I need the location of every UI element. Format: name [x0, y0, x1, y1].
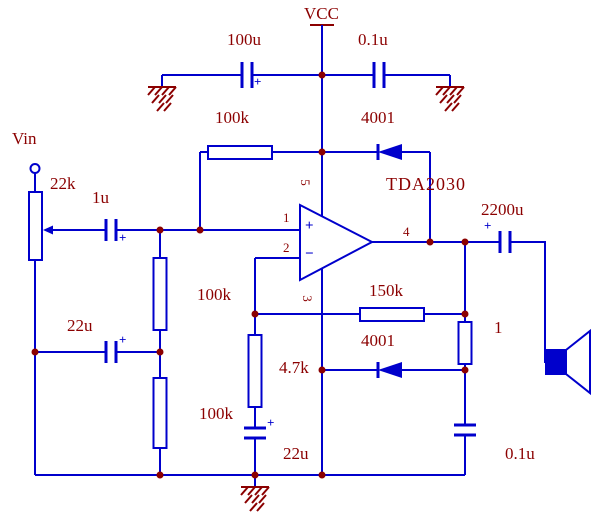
resistor-4k7 [247, 334, 263, 408]
opamp-minus-sign: − [305, 246, 314, 262]
diode-4001-bottom [376, 362, 402, 378]
ground-right-icon [435, 86, 465, 112]
r-100k-bottom-label: 100k [199, 404, 233, 423]
polarity-plus-100u: + [254, 74, 262, 89]
capacitor-2200u [498, 231, 512, 253]
d-4001-bottom-label: 4001 [361, 331, 395, 350]
cap-22u-bottom-label: 22u [283, 444, 309, 463]
potentiometer-22k [28, 191, 53, 261]
vcc-label: VCC [304, 4, 339, 23]
polarity-plus-1u: + [119, 230, 127, 245]
capacitor-1u [104, 219, 118, 241]
capacitor-22u-bottom [244, 426, 266, 440]
ic-part-label: TDA2030 [386, 174, 466, 194]
capacitor-100u [240, 62, 254, 88]
pin-5-label: 5 [297, 179, 313, 186]
capacitor-0.1u-bottom [454, 423, 476, 437]
r-1ohm-label: 1 [494, 318, 503, 337]
ground-bottom-icon [240, 486, 270, 512]
pin-2-label: 2 [283, 240, 290, 255]
vin-label: Vin [12, 129, 37, 148]
r-100k-top-label: 100k [215, 108, 249, 127]
vin-terminal-icon [29, 163, 41, 174]
resistor-100k-mid [152, 257, 168, 331]
opamp-plus-sign: + [305, 218, 314, 234]
resistor-100k-bottom [152, 377, 168, 449]
d-4001-top-label: 4001 [361, 108, 395, 127]
cap-0.1u-bottom-label: 0.1u [505, 444, 535, 463]
r-100k-mid-label: 100k [197, 285, 231, 304]
polarity-plus-2200u: + [484, 218, 492, 233]
cap-1u-label: 1u [92, 188, 109, 207]
junction-dots [31, 71, 469, 479]
opamp-triangle [299, 203, 375, 282]
polarity-plus-22u-bottom: + [267, 415, 275, 430]
capacitor-0.1u-top [372, 62, 386, 88]
cap-2200u-label: 2200u [481, 200, 524, 219]
resistor-100k-top [207, 145, 273, 160]
resistor-1ohm [457, 321, 473, 365]
pin-1-label: 1 [283, 210, 290, 225]
resistor-150k [359, 307, 425, 322]
wiper-arrow-icon [43, 225, 53, 235]
pin-3-label: 3 [299, 295, 315, 302]
r-4.7k-label: 4.7k [279, 358, 309, 377]
cap-22u-left-label: 22u [67, 316, 93, 335]
diode-4001-top [376, 144, 402, 160]
speaker-icon [545, 328, 591, 396]
pot-22k-label: 22k [50, 174, 76, 193]
ground-left-icon [147, 86, 177, 112]
polarity-plus-22u-left: + [119, 332, 127, 347]
cap-100u-label: 100u [227, 30, 261, 49]
capacitor-22u-left [104, 341, 118, 363]
wires [34, 25, 546, 487]
pin-4-label: 4 [403, 224, 410, 239]
r-150k-label: 150k [369, 281, 403, 300]
cap-0.1u-top-label: 0.1u [358, 30, 388, 49]
